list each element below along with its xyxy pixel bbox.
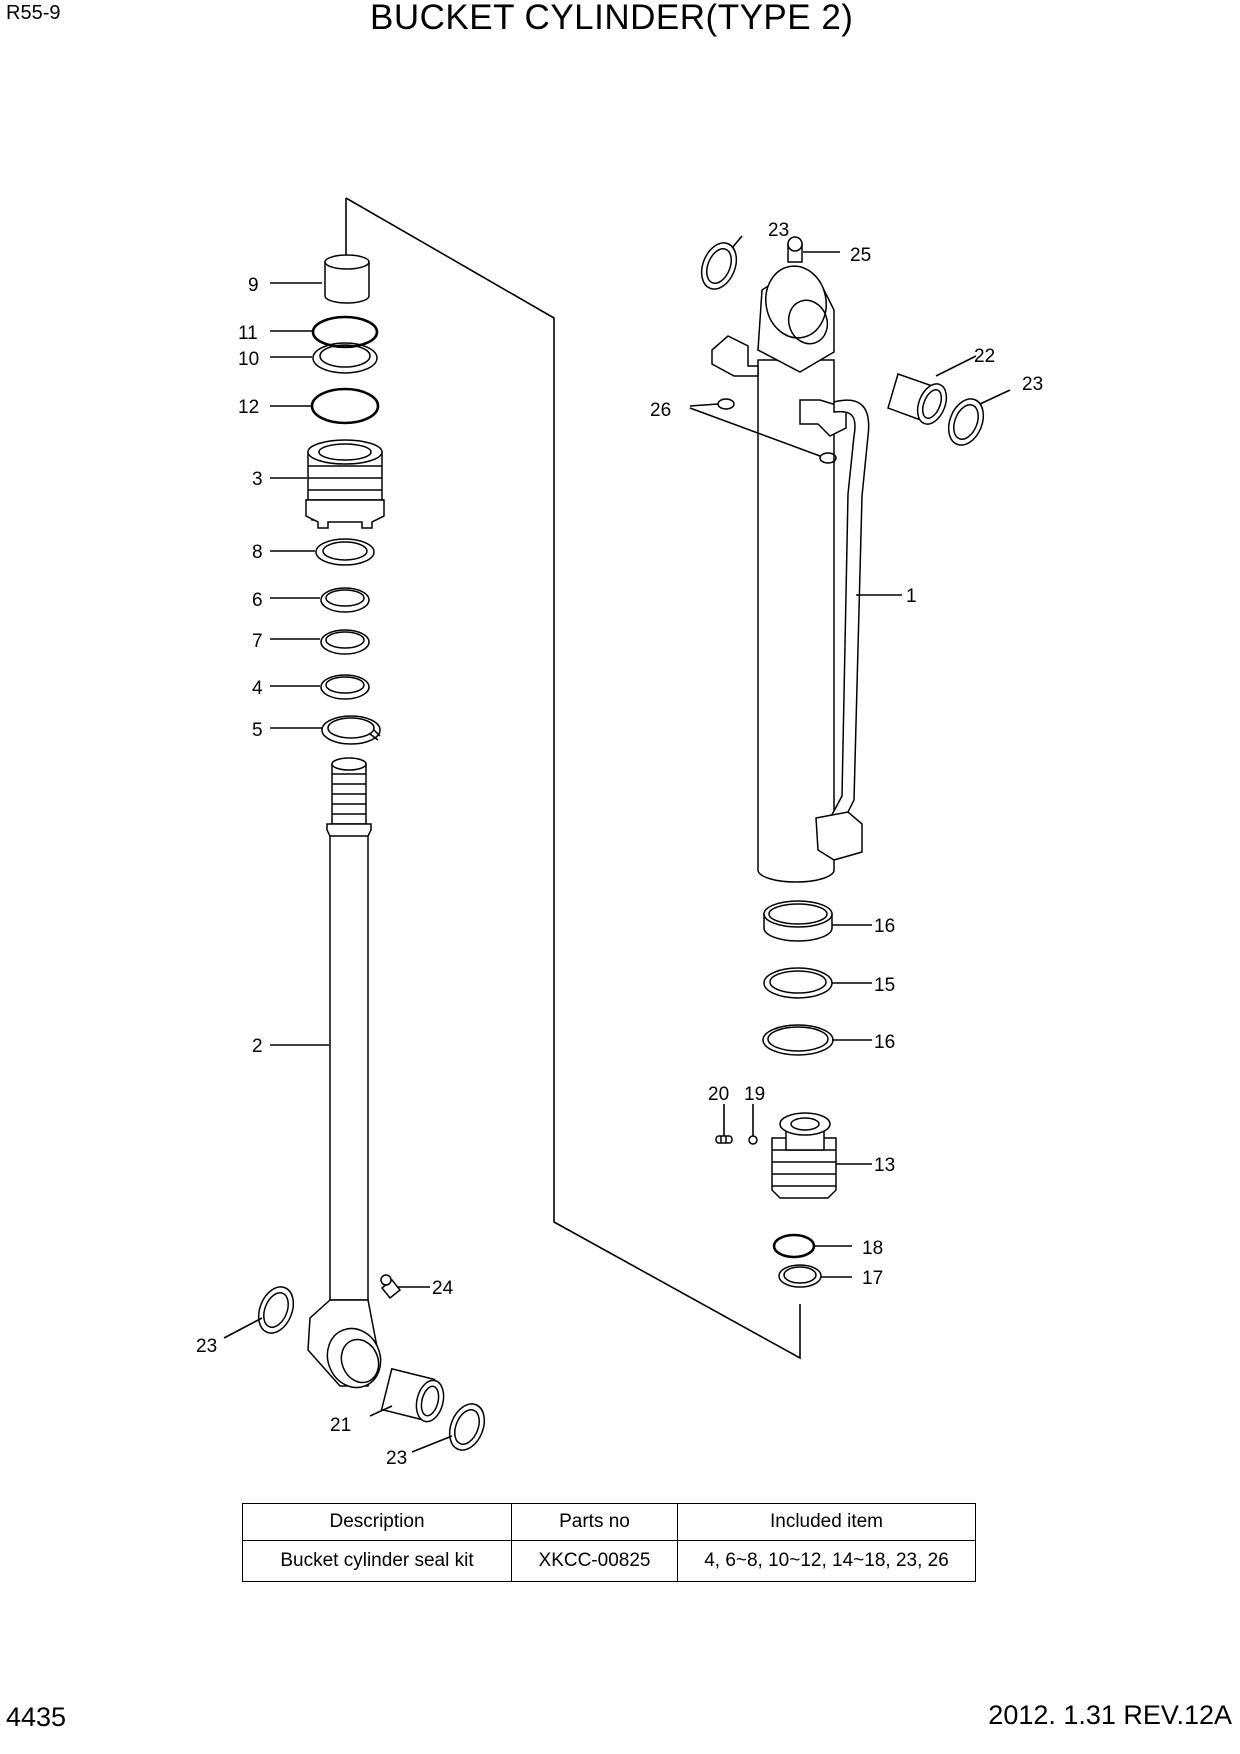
callout-6: 6 [252,590,263,611]
col-included-item: Included item [677,1503,976,1541]
seal-kit-row: Bucket cylinder seal kit XKCC-00825 4, 6… [242,1540,976,1582]
seal-kit-table: Description Parts no Included item Bucke… [242,1503,976,1582]
callout-9: 9 [248,275,259,296]
part-10-backup-ring [312,342,378,374]
kit-parts-no: XKCC-00825 [511,1540,678,1582]
callout-16-a: 16 [874,916,895,937]
part-22-bushing [887,373,948,425]
page-title: BUCKET CYLINDER(TYPE 2) [370,0,854,37]
part-19-steel-ball [748,1135,758,1145]
callout-12: 12 [238,397,259,418]
callout-4: 4 [252,678,263,699]
part-20-set-screw [715,1135,733,1144]
part-7-seal [320,629,370,655]
part-6-seal [320,587,370,613]
callout-1: 1 [906,586,917,607]
callout-19: 19 [744,1084,765,1105]
part-24-grease-fitting [380,1274,402,1300]
callout-3: 3 [252,469,263,490]
col-parts-no: Parts no [511,1503,678,1541]
callout-8: 8 [252,542,263,563]
part-18-o-ring [772,1233,816,1259]
part-3-rod-cover [305,439,385,529]
part-26-o-ring-lower [819,452,837,464]
callout-13: 13 [874,1155,895,1176]
part-23-dust-seal-lower-right [947,398,985,446]
callout-21: 21 [330,1415,351,1436]
part-26-o-ring-upper [717,398,735,410]
col-description: Description [242,1503,512,1541]
callout-7: 7 [252,631,263,652]
callout-23-d: 23 [1022,374,1043,395]
part-21-bushing [380,1367,445,1423]
part-23-dust-seal-lower-left [448,1403,486,1451]
callout-24: 24 [432,1278,454,1299]
part-4-seal [320,674,370,700]
callout-20: 20 [708,1084,729,1105]
callout-leaders [223,235,1011,1453]
kit-included-items: 4, 6~8, 10~12, 14~18, 23, 26 [677,1540,976,1582]
page-number: 4435 [6,1702,67,1732]
part-23-dust-seal-upper-right [700,242,738,290]
callout-5: 5 [252,720,263,741]
model-code: R55-9 [6,2,61,24]
callout-23-c: 23 [768,220,789,241]
assembly-leader-lines [345,197,801,1360]
callout-18: 18 [862,1238,883,1259]
part-1-cylinder-tube [711,265,870,883]
callout-23-b: 23 [386,1448,407,1469]
part-16-wear-ring-lower [762,1024,834,1056]
part-12-o-ring [310,387,380,425]
part-9-bushing [324,254,370,304]
part-8-seal [315,538,375,566]
callout-25: 25 [850,245,871,266]
revision-date: 2012. 1.31 REV.12A [988,1700,1232,1730]
callout-16-b: 16 [874,1032,895,1053]
part-11-o-ring [311,315,379,349]
callout-labels: 9 11 10 12 3 8 6 7 4 5 2 24 23 21 23 23 … [196,220,1043,1469]
part-5-snap-ring [321,715,381,745]
callout-10: 10 [238,349,259,370]
callout-22: 22 [974,346,995,367]
callout-15: 15 [874,975,895,996]
kit-description: Bucket cylinder seal kit [242,1540,512,1582]
seal-kit-header-row: Description Parts no Included item [242,1503,976,1541]
callout-11: 11 [238,323,258,344]
part-15-piston-seal [763,967,833,999]
part-16-wear-ring-upper [763,900,833,942]
part-13-piston [771,1112,837,1199]
callout-2: 2 [252,1036,263,1057]
callout-17: 17 [862,1268,883,1289]
part-25-grease-fitting [787,236,803,263]
part-23-dust-seal-upper-left [257,1286,295,1334]
part-2-piston-rod [307,757,382,1389]
part-17-backup-ring [778,1264,822,1288]
callout-23-a: 23 [196,1336,217,1357]
callout-26: 26 [650,400,671,421]
